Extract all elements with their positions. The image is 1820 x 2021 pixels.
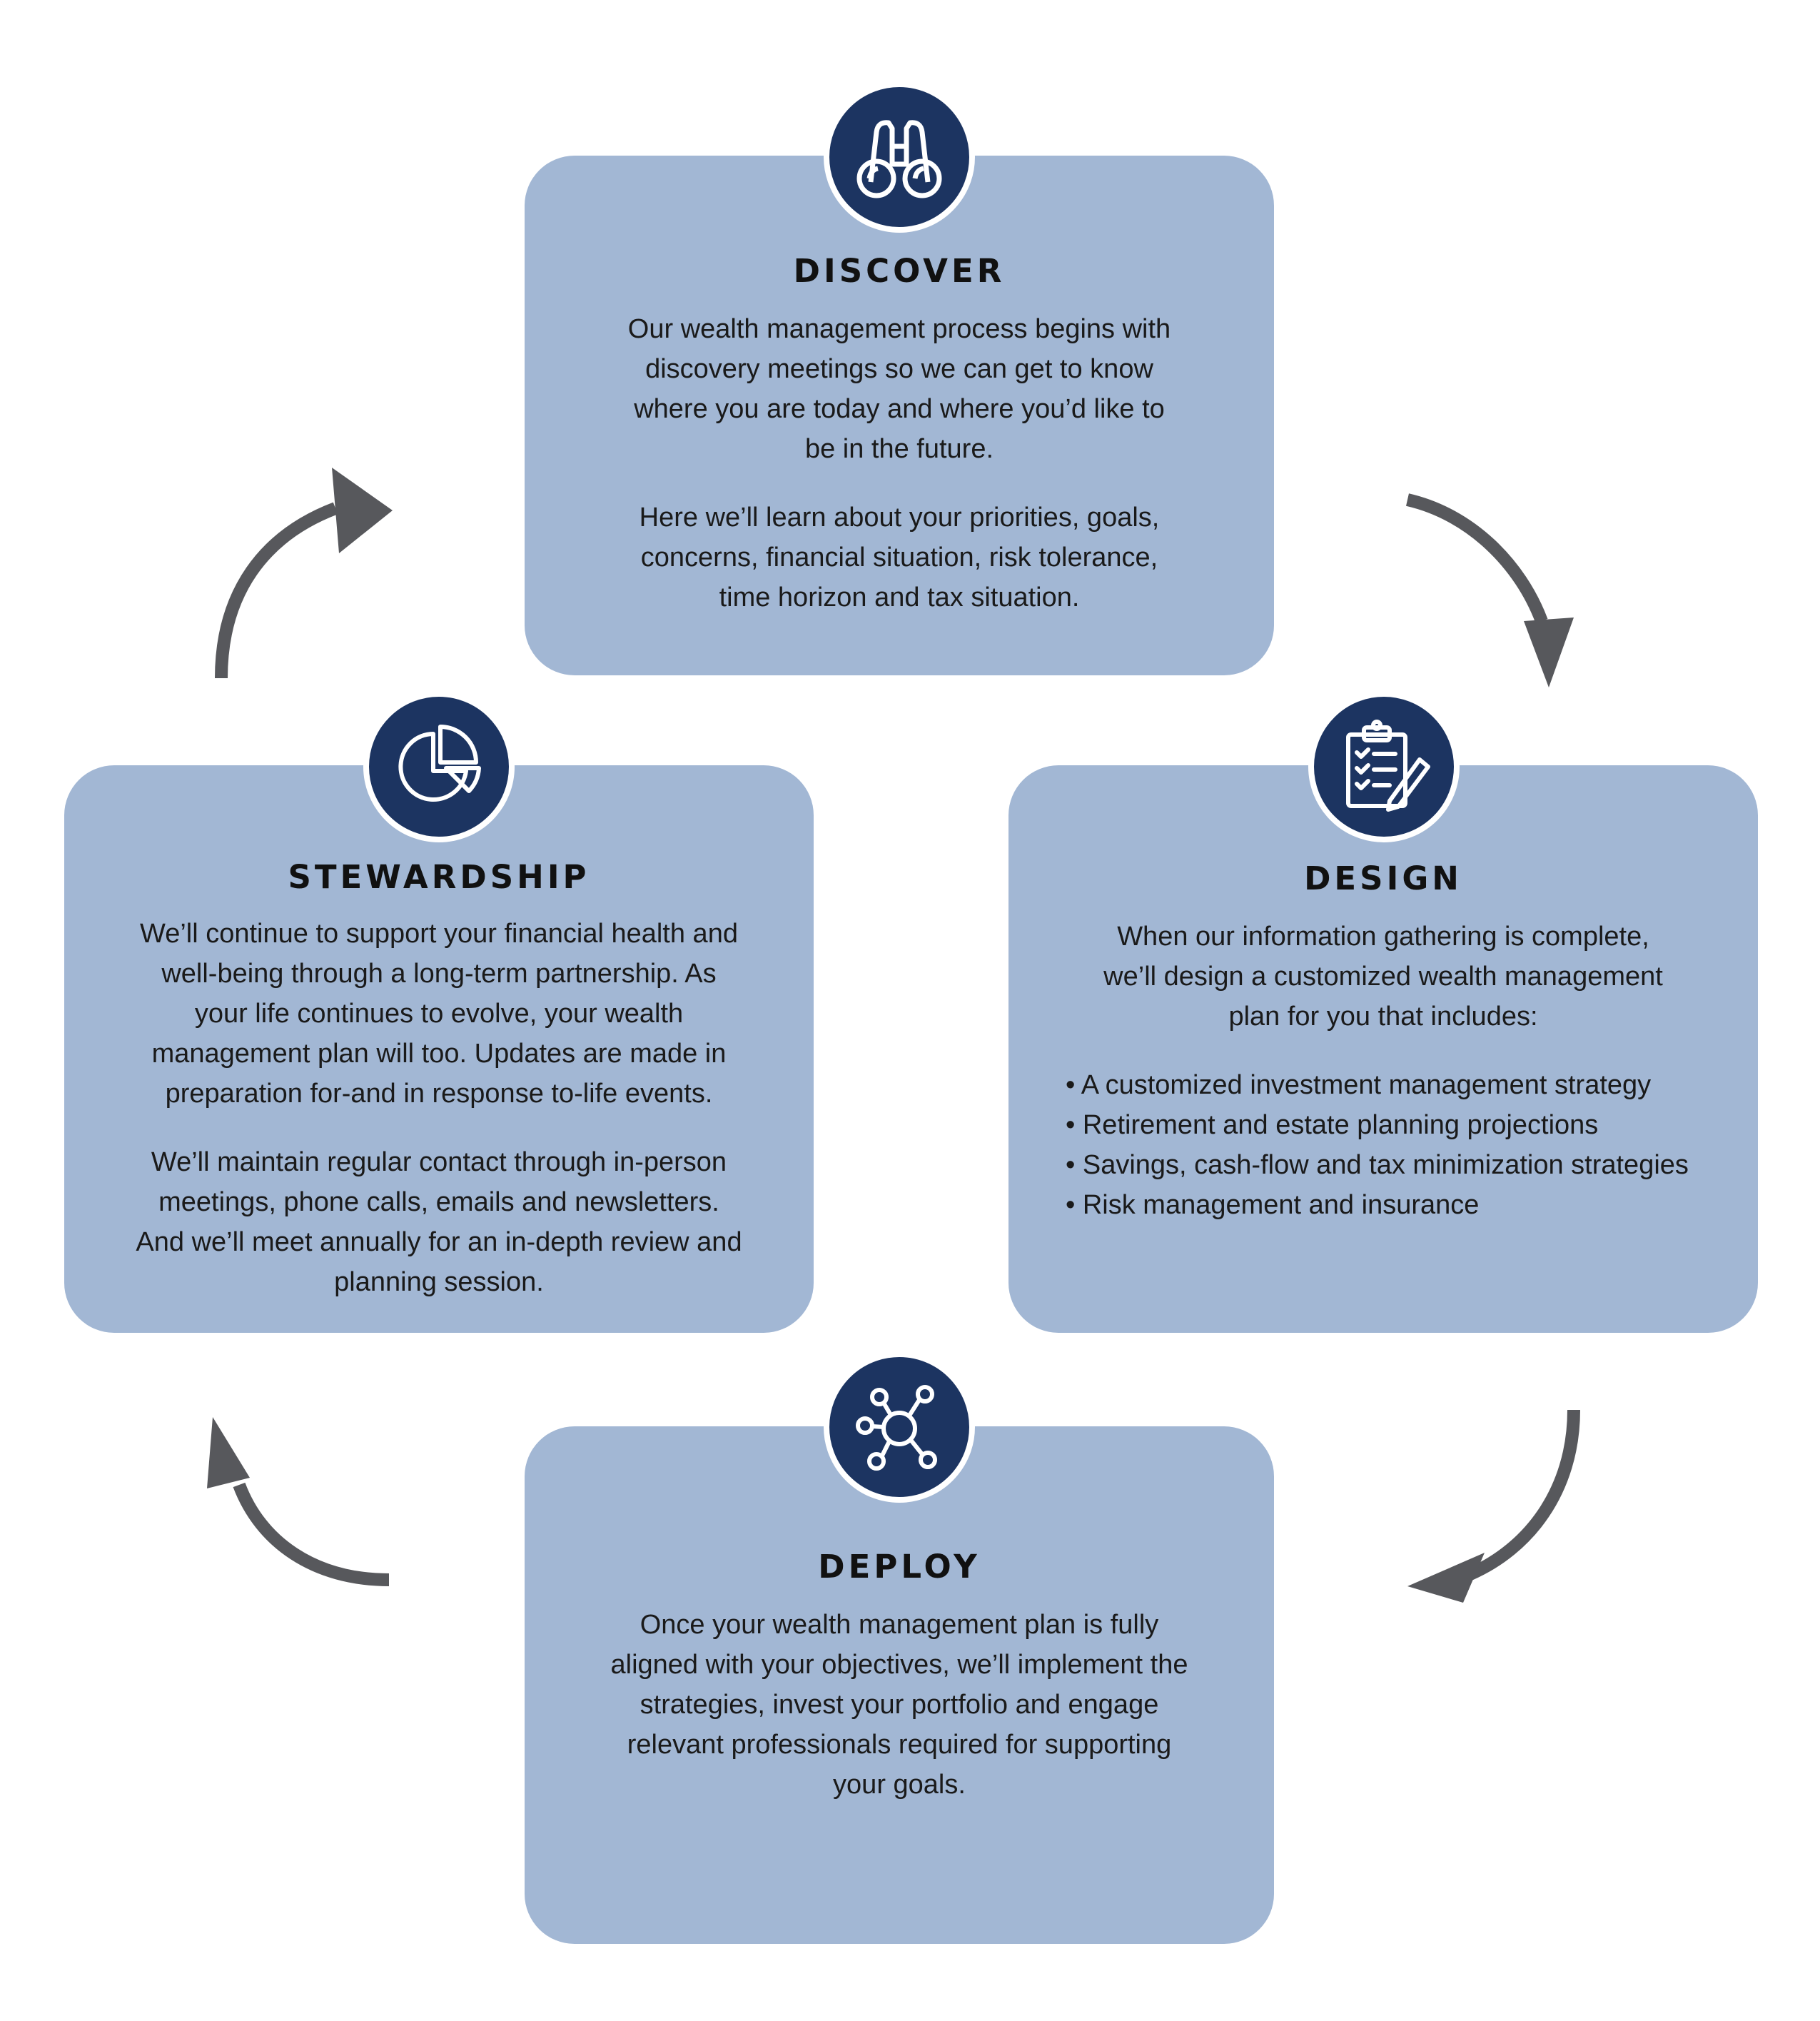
clipboard-checklist-icon [1346,720,1430,812]
design-title: DESIGN [1304,860,1462,897]
stewardship-card: STEWARDSHIP We’ll continue to support yo… [64,765,814,1333]
stewardship-text: We’ll continue to support your financial… [132,914,746,1331]
discover-paragraph-1: Our wealth management process begins wit… [627,314,1171,464]
deploy-card: DEPLOY Once your wealth management plan … [525,1426,1274,1944]
list-item: • A customized investment management str… [1066,1070,1652,1100]
discover-card: DISCOVER Our wealth management process b… [525,156,1274,675]
deploy-badge [824,1351,975,1503]
stewardship-paragraph-2: We’ll maintain regular contact through i… [136,1147,742,1297]
design-intro: When our information gathering is comple… [1103,922,1663,1032]
list-item: • Retirement and estate planning project… [1066,1110,1599,1140]
discover-paragraph-2: Here we’ll learn about your priorities, … [639,503,1160,613]
deploy-title: DEPLOY [818,1548,981,1586]
pie-chart-icon [398,725,481,802]
deploy-text: Once your wealth management plan is full… [603,1605,1195,1833]
stewardship-title: STEWARDSHIP [288,858,590,896]
stewardship-badge [363,691,515,842]
list-item: • Risk management and insurance [1066,1190,1480,1220]
design-badge [1308,691,1460,842]
discover-text: Our wealth management process begins wit… [617,309,1181,646]
deploy-paragraph-1: Once your wealth management plan is full… [610,1610,1188,1800]
network-hub-icon [856,1385,937,1471]
stewardship-paragraph-1: We’ll continue to support your financial… [140,919,738,1109]
list-item: • Savings, cash-flow and tax minimizatio… [1066,1150,1689,1180]
binoculars-icon [856,120,942,198]
design-list: • A customized investment management str… [1066,1065,1689,1225]
discover-badge [824,81,975,233]
discover-title: DISCOVER [793,252,1006,290]
design-card: DESIGN When our information gathering is… [1008,765,1758,1333]
